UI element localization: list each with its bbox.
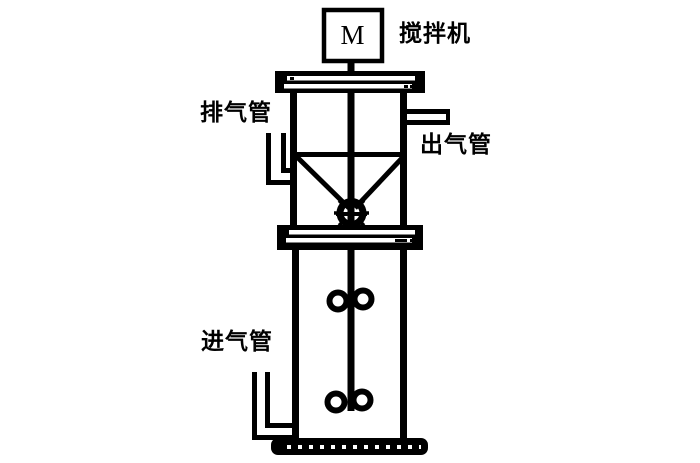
internal-funnel: [293, 152, 407, 210]
label-inlet-pipe: 进气管: [201, 328, 273, 354]
middle-flange: [277, 225, 423, 250]
inlet-pipe: [252, 372, 294, 440]
motor-letter: M: [340, 19, 365, 50]
label-exhaust-pipe: 排气管: [200, 99, 272, 125]
exhaust-pipe: [266, 133, 293, 185]
top-flange: [275, 71, 425, 93]
lower-vessel-left-wall: [292, 250, 299, 440]
label-outlet-pipe: 出气管: [420, 131, 492, 157]
perforated-base-plate: [271, 438, 428, 455]
lower-vessel-right-wall: [400, 250, 407, 440]
label-mixer: 搅拌机: [399, 20, 471, 46]
rotary-valve-icon: [334, 196, 369, 230]
upper-impeller-icon: [326, 287, 375, 313]
outlet-pipe: [407, 109, 450, 125]
lower-impeller-icon: [324, 388, 374, 414]
upper-vessel-left-wall: [290, 93, 297, 225]
